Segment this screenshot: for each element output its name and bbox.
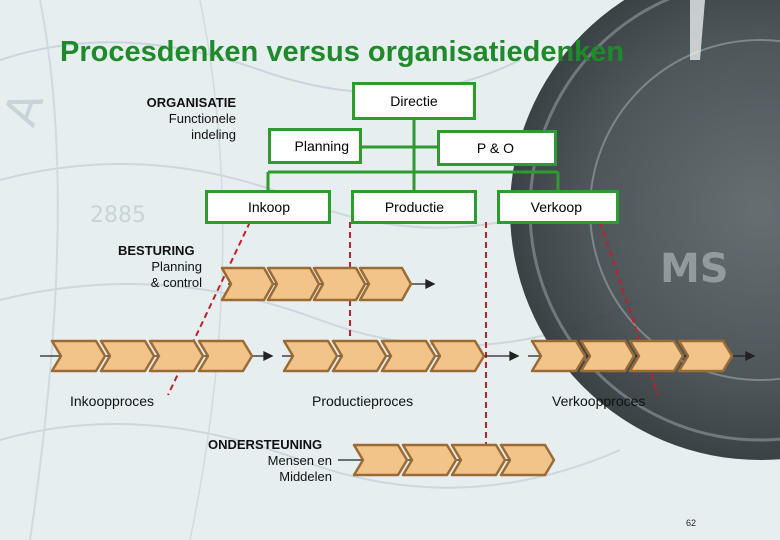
- ondersteuning-heading: ONDERSTEUNING: [208, 437, 323, 452]
- chevron-ondersteuning-4: [499, 443, 556, 477]
- chevron-inkoop-3: [148, 339, 205, 373]
- chevron-productie-1: [282, 339, 339, 373]
- box-po: P & O: [437, 130, 557, 166]
- chevron-verkoop-4: [677, 339, 734, 373]
- box-productie: Productie: [351, 190, 477, 224]
- chevron-productie-3: [380, 339, 437, 373]
- chevron-inkoop-2: [99, 339, 156, 373]
- chevron-inkoop-1: [50, 339, 107, 373]
- box-productie-label: Productie: [384, 199, 444, 215]
- svg-text:MS: MS: [660, 246, 729, 292]
- box-inkoop-label: Inkoop: [247, 199, 290, 215]
- svg-text:2885: 2885: [90, 203, 146, 228]
- chevron-besturing-4: [358, 266, 413, 302]
- chevron-inkoop-4: [197, 339, 254, 373]
- inkoopproces-label: Inkoopproces: [70, 393, 155, 409]
- chevron-verkoop-2: [579, 339, 636, 373]
- organisatie-line1: Functionele: [168, 111, 236, 126]
- box-po-label: P & O: [476, 140, 514, 156]
- organisatie-heading: ORGANISATIE: [146, 95, 236, 110]
- besturing-label: BESTURING Planning & control: [100, 243, 202, 291]
- box-verkoop: Verkoop: [497, 190, 619, 224]
- chevron-productie-2: [331, 339, 388, 373]
- chevron-ondersteuning-1: [352, 443, 409, 477]
- dashed-line-inkoop: [167, 221, 251, 396]
- page-number: 62: [686, 518, 697, 528]
- besturing-heading: BESTURING: [118, 243, 195, 258]
- chevron-besturing-3: [312, 266, 367, 302]
- chevron-productie-4: [429, 339, 486, 373]
- organisatie-label: ORGANISATIE Functionele indeling: [132, 95, 236, 143]
- productieproces-label: Productieproces: [312, 393, 414, 409]
- box-planning: Planning: [268, 128, 362, 164]
- ondersteuning-line2: Middelen: [279, 469, 332, 484]
- chevron-besturing-2: [266, 266, 321, 302]
- chevron-besturing-1: [220, 266, 275, 302]
- besturing-line1: Planning: [151, 259, 202, 274]
- verkoopproces-label: Verkoopproces: [552, 393, 646, 409]
- ondersteuning-label: ONDERSTEUNING Mensen en Middelen: [208, 437, 332, 485]
- box-directie: Directie: [352, 82, 476, 120]
- box-planning-label: Planning: [294, 138, 350, 154]
- box-inkoop: Inkoop: [205, 190, 331, 224]
- organisatie-line2: indeling: [191, 127, 236, 142]
- chevron-verkoop-1: [530, 339, 587, 373]
- besturing-line2: & control: [150, 275, 202, 290]
- chevron-verkoop-3: [628, 339, 685, 373]
- box-directie-label: Directie: [390, 93, 438, 109]
- page-title: Procesdenken versus organisatiedenken: [60, 36, 625, 68]
- ondersteuning-line1: Mensen en: [267, 453, 332, 468]
- box-verkoop-label: Verkoop: [530, 199, 582, 215]
- chevron-ondersteuning-3: [450, 443, 507, 477]
- chevron-ondersteuning-2: [401, 443, 458, 477]
